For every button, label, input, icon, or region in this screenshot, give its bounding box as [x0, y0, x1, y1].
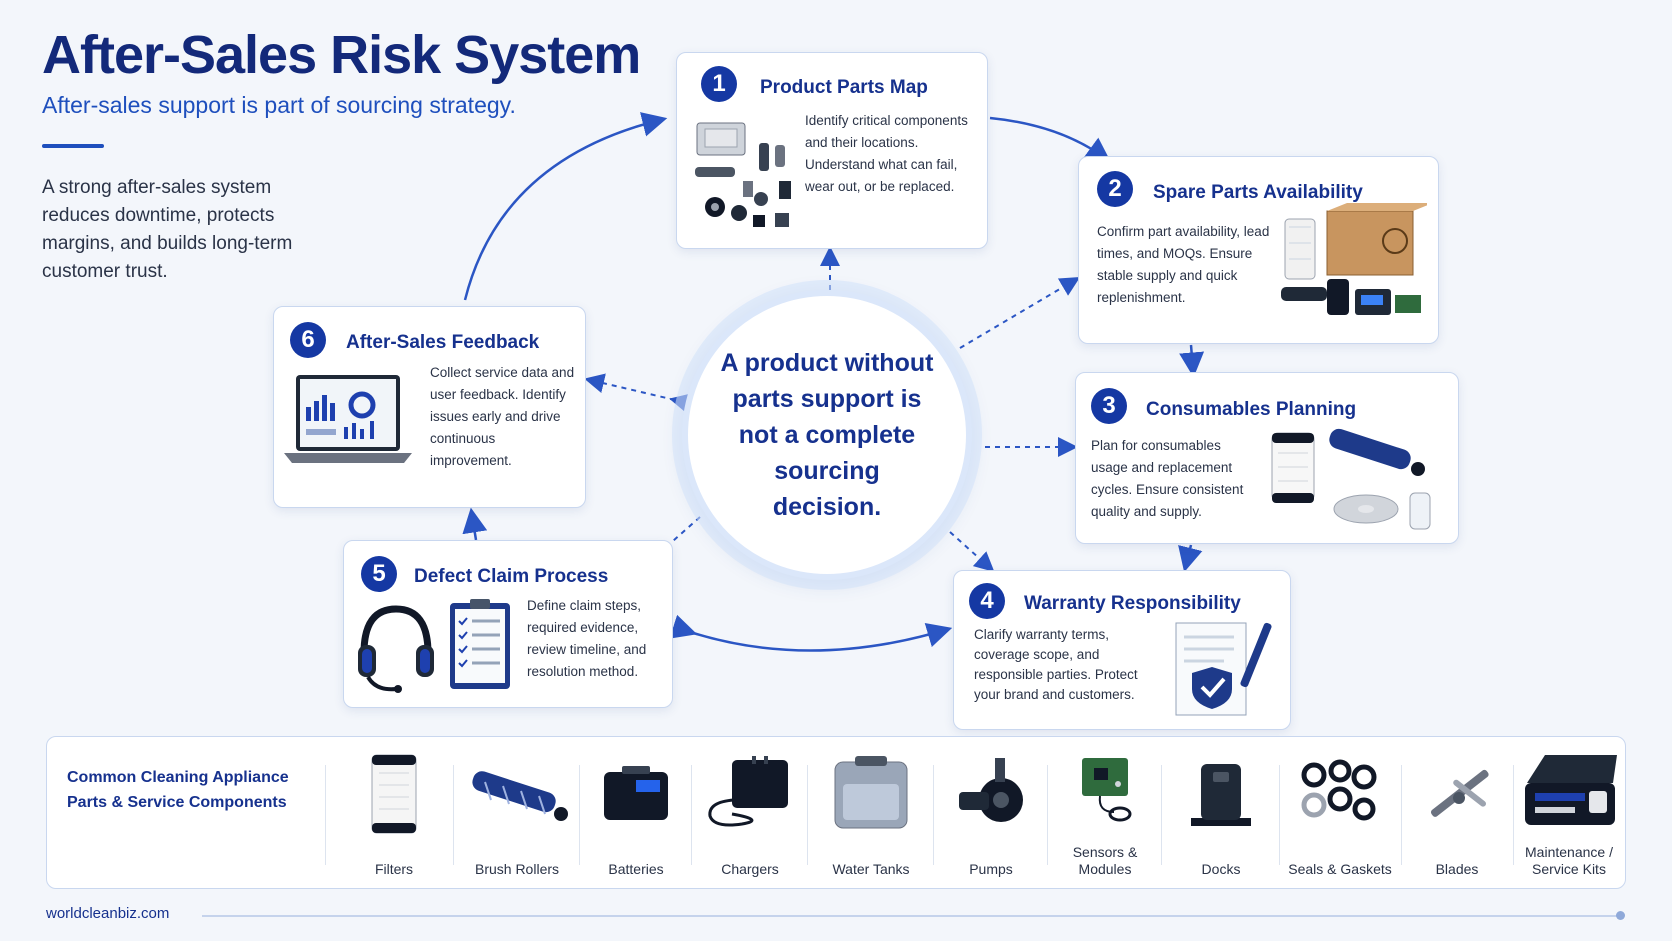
laptop-dashboard-icon — [282, 373, 414, 482]
charger-icon — [695, 751, 805, 837]
part-item-docks: Docks — [1165, 747, 1277, 880]
step-card-after-sales-feedback: 6 After-Sales Feedback Collect service d… — [273, 306, 586, 508]
seal-icon — [1281, 751, 1399, 837]
part-item-sensors-modules: Sensors & Modules — [1051, 747, 1159, 880]
part-label: Water Tanks — [832, 861, 910, 877]
step-card-spare-parts-availability: 2 Spare Parts Availability Confirm part … — [1078, 156, 1439, 344]
step-description: Plan for consumables usage and replaceme… — [1091, 438, 1244, 519]
part-label: Batteries — [608, 861, 664, 877]
step-title: Spare Parts Availability — [1153, 182, 1363, 203]
step-description: Define claim steps, required evidence, r… — [527, 598, 647, 679]
part-label: Maintenance / Service Kits — [1525, 844, 1613, 877]
step-description: Identify critical components and their l… — [805, 113, 968, 194]
warranty-shield-icon — [1174, 615, 1278, 726]
part-label: Pumps — [969, 861, 1013, 877]
part-label: Blades — [1435, 861, 1479, 877]
service-kit-icon — [1515, 751, 1623, 831]
step-title: Warranty Responsibility — [1024, 593, 1241, 614]
footer-dot — [1616, 911, 1625, 920]
step-title: Product Parts Map — [760, 77, 928, 98]
footer-divider — [202, 915, 1622, 917]
center-text: A product without parts support is not a… — [720, 349, 934, 521]
step-number: 3 — [1091, 388, 1127, 424]
part-item-seals-gaskets: Seals & Gaskets — [1281, 747, 1399, 880]
part-label: Seals & Gaskets — [1288, 861, 1392, 877]
part-item-brush-rollers: Brush Rollers — [457, 747, 577, 880]
step-number: 6 — [290, 322, 326, 358]
step-description: Confirm part availability, lead times, a… — [1097, 224, 1270, 305]
pump-icon — [937, 751, 1045, 837]
part-item-blades: Blades — [1403, 747, 1511, 880]
dock-icon — [1165, 751, 1277, 837]
part-label: Chargers — [721, 861, 779, 877]
brush-roller-icon — [457, 751, 577, 837]
step-title: Defect Claim Process — [414, 566, 609, 587]
consumables-icon — [1266, 425, 1446, 540]
page-subtitle: After-sales support is part of sourcing … — [42, 92, 516, 118]
step-description: Collect service data and user feedback. … — [430, 365, 575, 468]
checklist-clipboard-icon — [448, 597, 514, 698]
footer-site-link[interactable]: worldcleanbiz.com — [46, 905, 170, 922]
parts-panel-title: Common Cleaning Appliance Parts & Servic… — [67, 769, 289, 811]
part-item-pumps: Pumps — [937, 747, 1045, 880]
headset-icon — [356, 603, 436, 700]
step-title: After-Sales Feedback — [346, 332, 540, 353]
part-label: Brush Rollers — [474, 861, 560, 877]
parts-components-panel: Common Cleaning Appliance Parts & Servic… — [46, 736, 1626, 889]
step-title: Consumables Planning — [1146, 399, 1357, 420]
step-number: 1 — [701, 66, 737, 102]
spare-parts-box-icon — [1277, 203, 1433, 332]
step-card-defect-claim-process: 5 Defect Claim Process Define claim step… — [343, 540, 673, 708]
part-item-water-tanks: Water Tanks — [811, 747, 931, 880]
part-item-chargers: Chargers — [695, 747, 805, 880]
sensor-icon — [1051, 751, 1159, 827]
center-statement: A product without parts support is not a… — [682, 290, 972, 580]
title-divider — [42, 144, 104, 148]
step-card-consumables-planning: 3 Consumables Planning Plan for consumab… — [1075, 372, 1459, 544]
page-title: After-Sales Risk System — [42, 25, 641, 85]
part-item-batteries: Batteries — [583, 747, 689, 880]
part-label: Docks — [1201, 861, 1241, 877]
step-card-warranty-responsibility: 4 Warranty Responsibility Clarify warran… — [953, 570, 1291, 730]
part-label: Filters — [374, 861, 414, 877]
step-number: 2 — [1097, 171, 1133, 207]
step-description: Clarify warranty terms, coverage scope, … — [974, 627, 1138, 702]
step-number: 4 — [969, 583, 1005, 619]
filter-icon — [335, 751, 453, 837]
part-item-service-kits: Maintenance / Service Kits — [1515, 747, 1623, 880]
blade-icon — [1403, 751, 1511, 837]
part-item-filters: Filters — [335, 747, 453, 880]
step-card-product-parts-map: 1 Product Parts Map Identify critical co… — [676, 52, 988, 249]
step-number: 5 — [361, 556, 397, 592]
battery-icon — [583, 751, 689, 837]
part-label: Sensors & Modules — [1072, 844, 1138, 877]
components-icon — [691, 115, 801, 238]
intro-text: A strong after-sales system reduces down… — [42, 177, 293, 282]
water-tank-icon — [811, 751, 931, 837]
